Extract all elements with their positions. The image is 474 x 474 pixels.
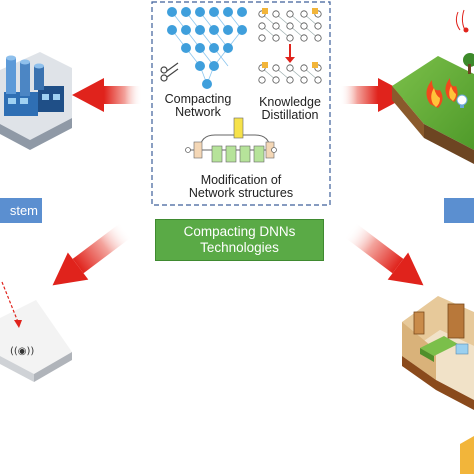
technologies-line1: Compacting DNNs [183,224,296,239]
scissors-icon [160,62,179,82]
compacting-network-label: Compacting Network [158,93,238,119]
modification-label: Modification of Network structures [168,174,314,200]
compacting-dnns-technologies-box: Compacting DNNs Technologies [155,219,324,261]
knowledge-distillation-line2: Distillation [261,108,319,122]
compacting-network-line1: Compacting [164,92,232,106]
knowledge-distillation-line1: Knowledge [259,95,321,109]
sensor-signal-icon [455,9,469,33]
technologies-line2: Technologies [200,240,279,255]
knowledge-distillation-icon [258,8,322,84]
compacting-network-line2: Network [175,105,221,119]
sensor-tile-icon [0,281,72,382]
arrow-to-factory [72,78,142,112]
modification-line2: Network structures [188,186,294,200]
forest-fire-icon [392,9,474,164]
fire-icon [426,78,458,108]
compacting-network-icon [167,7,247,89]
network-structure-icon [185,117,277,163]
factory-icon [0,52,72,150]
center-dashed-frame [151,1,331,206]
arrow-to-sensor [52,222,132,286]
smart-home-icon [402,296,474,474]
right-label-box [444,198,474,223]
left-system-label-text: stem [9,203,38,218]
arrow-to-home [344,222,424,286]
sensor-symbol: ((◉)) [10,346,35,357]
lightbulb-icon [456,94,468,108]
knowledge-distillation-label: Knowledge Distillation [250,96,330,122]
left-system-label-box: stem [0,198,42,223]
modification-line1: Modification of [200,173,282,187]
